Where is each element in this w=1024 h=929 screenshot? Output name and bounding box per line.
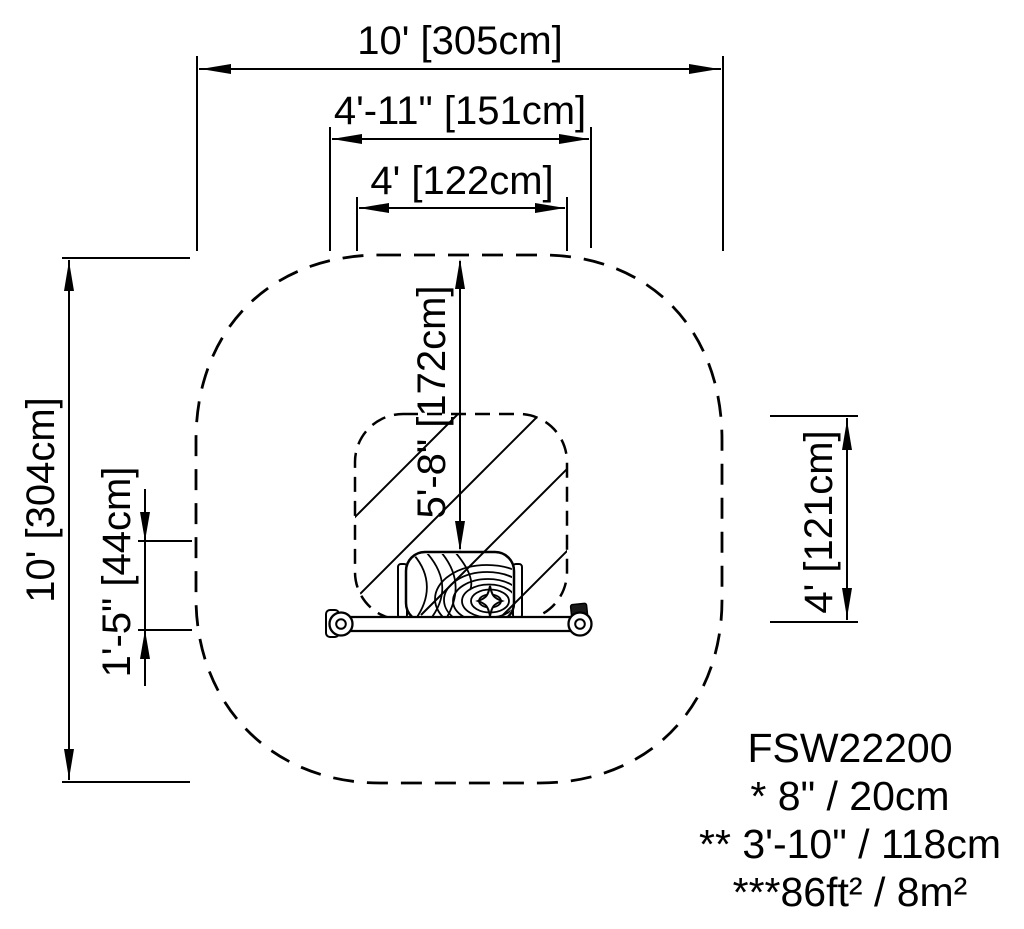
dim-use-zone-depth: [62, 257, 190, 783]
arrowhead: [64, 261, 74, 291]
dim-use-zone-width: [196, 56, 724, 251]
equipment-zone-width-label: 4' [122cm]: [370, 159, 553, 203]
bar-ring-left-inner: [335, 618, 347, 630]
beam-assembly-length-label: 4'-11" [151cm]: [334, 89, 586, 133]
arrowhead: [535, 203, 565, 213]
use-zone-depth-label: 10' [304cm]: [19, 397, 63, 603]
arrowhead: [64, 749, 74, 779]
arrowhead: [140, 630, 150, 659]
use-zone-boundary: [194, 253, 724, 785]
dim-clearance-depth: [455, 259, 465, 551]
arrowhead: [842, 420, 852, 450]
note-beam-height: ** 3'-10" / 118cm: [699, 821, 1001, 867]
use-zone-width-label: 10' [305cm]: [357, 19, 563, 63]
bar-ring-right-inner: [574, 618, 586, 630]
arrowhead: [201, 64, 231, 74]
dim-equipment-zone-width: [356, 197, 568, 251]
dim-beam-top-height: [138, 489, 192, 686]
arrowhead: [455, 259, 465, 289]
ground-support-bar: [325, 602, 593, 638]
arrowhead: [842, 588, 852, 618]
equipment-zone-depth-label: 4' [121cm]: [797, 430, 841, 613]
arrowhead: [559, 134, 589, 144]
clearance-depth-label: 5'-8" [172cm]: [410, 285, 454, 518]
equipment-zone-hatch: [355, 414, 567, 616]
beam-top-height-label: 1'-5" [44cm]: [95, 467, 139, 678]
title-block: FSW22200 * 8" / 20cm ** 3'-10" / 118cm *…: [699, 725, 1001, 915]
dim-equipment-zone-depth: [770, 415, 858, 623]
bar-tube: [336, 615, 586, 633]
dim-beam-assembly-length: [329, 127, 592, 251]
model-number: FSW22200: [747, 725, 952, 771]
arrowhead: [359, 203, 389, 213]
note-use-zone-area: ***86ft² / 8m²: [733, 869, 968, 915]
arrowhead: [455, 521, 465, 551]
arrowhead: [140, 512, 150, 541]
arrowhead: [332, 134, 362, 144]
note-fall-height: * 8" / 20cm: [750, 773, 949, 819]
arrowhead: [689, 64, 719, 74]
